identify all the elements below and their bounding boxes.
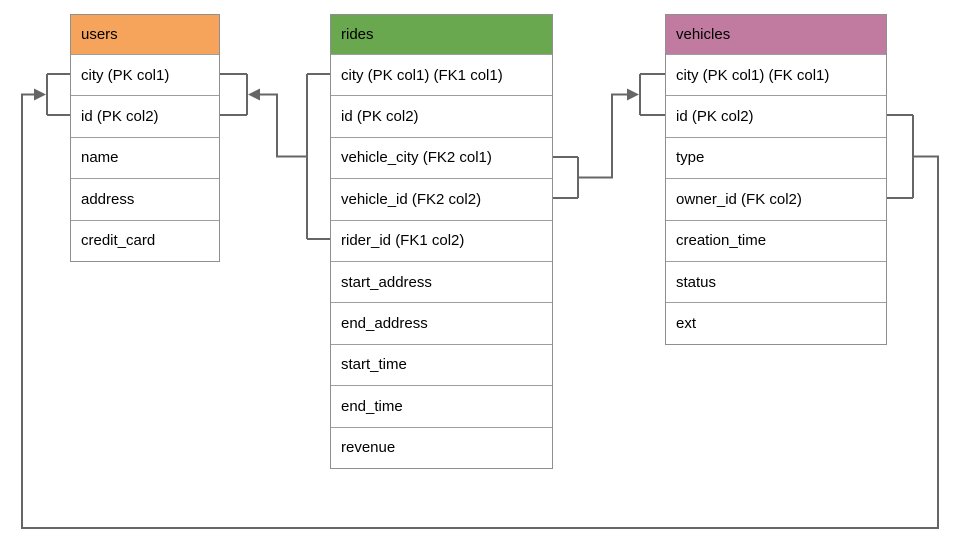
- table-rides-header: rides: [331, 15, 552, 54]
- arrowhead-into-users-pk: [248, 88, 260, 101]
- table-vehicles-column-city: city (PK col1) (FK col1): [666, 54, 886, 96]
- table-rides-column-id: id (PK col2): [331, 95, 552, 137]
- table-rides-column-start-address: start_address: [331, 260, 552, 303]
- table-users-column-city: city (PK col1): [71, 54, 219, 96]
- table-users-column-address: address: [71, 178, 219, 220]
- table-vehicles-column-owner-id: owner_id (FK col2): [666, 178, 886, 220]
- fk-rides-to-users-connector: [220, 73, 330, 240]
- table-rides-column-end-time: end_time: [331, 385, 552, 427]
- table-users-header: users: [71, 15, 219, 54]
- table-vehicles-column-ext: ext: [666, 302, 886, 344]
- table-rides-column-vehicle-city: vehicle_city (FK2 col1): [331, 136, 552, 179]
- fk-rides-to-vehicles-line: [553, 73, 665, 199]
- table-rides-column-city: city (PK col1) (FK1 col1): [331, 54, 552, 96]
- table-vehicles-column-id: id (PK col2): [666, 95, 886, 137]
- table-vehicles-header: vehicles: [666, 15, 886, 54]
- table-users-column-credit-card: credit_card: [71, 219, 219, 261]
- table-rides: rides city (PK col1) (FK1 col1) id (PK c…: [330, 14, 553, 469]
- table-vehicles-column-creation-time: creation_time: [666, 219, 886, 261]
- table-users-column-id: id (PK col2): [71, 95, 219, 137]
- table-users: users city (PK col1) id (PK col2) name a…: [70, 14, 220, 262]
- arrowhead-into-users-pk-left: [34, 88, 46, 101]
- table-rides-column-start-time: start_time: [331, 343, 552, 386]
- table-vehicles-column-status: status: [666, 260, 886, 303]
- arrowhead-into-vehicles-pk: [627, 88, 639, 101]
- fk-rides-to-users-line: [220, 73, 330, 240]
- table-users-column-name: name: [71, 136, 219, 179]
- table-rides-column-revenue: revenue: [331, 426, 552, 468]
- table-rides-column-vehicle-id: vehicle_id (FK2 col2): [331, 178, 552, 220]
- table-rides-column-rider-id: rider_id (FK1 col2): [331, 219, 552, 261]
- table-vehicles-column-type: type: [666, 136, 886, 179]
- table-vehicles: vehicles city (PK col1) (FK col1) id (PK…: [665, 14, 887, 345]
- table-rides-column-end-address: end_address: [331, 302, 552, 344]
- fk-rides-to-vehicles-connector: [553, 73, 665, 199]
